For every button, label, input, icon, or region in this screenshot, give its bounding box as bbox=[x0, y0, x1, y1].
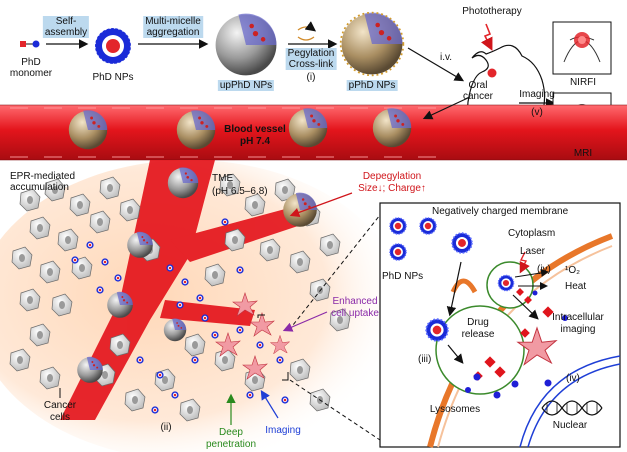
phd-np-large-icon bbox=[94, 27, 132, 65]
imaging-arrow bbox=[260, 389, 279, 419]
cytoplasm-label: Cytoplasm bbox=[508, 228, 556, 239]
depegylation-arrow bbox=[289, 192, 353, 218]
vessel-ph-label: pH 7.4 bbox=[239, 136, 271, 147]
zoom-lines bbox=[288, 214, 381, 441]
uptake-arrow bbox=[282, 311, 328, 332]
phototherapy-label: Phototherapy bbox=[462, 6, 522, 17]
epr-label: EPR-mediated accumulation bbox=[10, 171, 76, 193]
monomer-label: PhD monomer bbox=[9, 57, 53, 79]
step-iv-top-label: (iv) bbox=[537, 264, 551, 275]
pphd-nps-label: pPhD NPs bbox=[346, 80, 398, 91]
enhanced-uptake-label: Enhanced cell uptake bbox=[331, 296, 379, 319]
cell-phd-nps-label: PhD NPs bbox=[382, 271, 424, 282]
pegylation-label: Pegylation Cross-link bbox=[285, 48, 337, 70]
lysosomes-label: Lysosomes bbox=[429, 404, 481, 415]
nirfi-image-box bbox=[552, 21, 612, 75]
self-assembly-label: Self- assembly bbox=[42, 16, 90, 38]
drug-dots bbox=[465, 290, 568, 399]
drug-release-label: Drug release bbox=[461, 317, 495, 340]
iv-label: i.v. bbox=[440, 52, 453, 63]
nuclear-label: Nuclear bbox=[552, 420, 588, 431]
laser-label: Laser bbox=[520, 246, 546, 257]
oral-cancer-label: Oral cancer bbox=[462, 80, 494, 102]
step-v-label: (v) bbox=[531, 107, 543, 118]
cell-laser-icon bbox=[519, 251, 530, 274]
tumor-dot-icon bbox=[487, 68, 497, 78]
crosslink-icon bbox=[297, 21, 317, 41]
heat-label: Heat bbox=[565, 281, 587, 292]
blood-vessel-label: Blood vessel bbox=[224, 124, 286, 135]
zoom-bracket bbox=[257, 314, 289, 381]
membrane-label: Negatively charged membrane bbox=[432, 206, 569, 217]
step-ii-label: (ii) bbox=[160, 422, 172, 433]
deep-penetration-label: Deep penetration bbox=[205, 427, 257, 450]
uphd-np-icon bbox=[215, 13, 277, 76]
depegylation-label: Depegylation Size↓; Charge↑ bbox=[358, 171, 426, 194]
singlet-oxygen-label: ¹O₂ bbox=[565, 265, 580, 276]
tme-label: TME (pH 6.5–6.8) bbox=[212, 173, 268, 197]
laser-bolt-icon bbox=[480, 23, 493, 51]
phd-nps-label: PhD NPs bbox=[92, 72, 134, 83]
step-iii-label: (iii) bbox=[418, 354, 432, 365]
multi-micelle-label: Multi-micelle aggregation bbox=[143, 16, 203, 38]
intracellular-imaging-label: Intracellular imaging bbox=[552, 312, 604, 335]
step-iv-nuc-label: (iv) bbox=[566, 373, 580, 384]
pphd-np-icon bbox=[339, 11, 405, 77]
step-i-label: (i) bbox=[306, 72, 316, 83]
uphd-nps-label: upPhD NPs bbox=[217, 80, 275, 91]
nirfi-label: NIRFI bbox=[569, 77, 597, 88]
imaging-mouse-label: Imaging bbox=[519, 89, 555, 100]
phd-monomer-icon bbox=[20, 40, 40, 48]
cancer-cells-label: Cancer cells bbox=[43, 400, 77, 423]
imaging-tumor-label: Imaging bbox=[265, 425, 301, 436]
dna-icon bbox=[541, 400, 603, 416]
mri-label: MRI bbox=[573, 148, 593, 159]
